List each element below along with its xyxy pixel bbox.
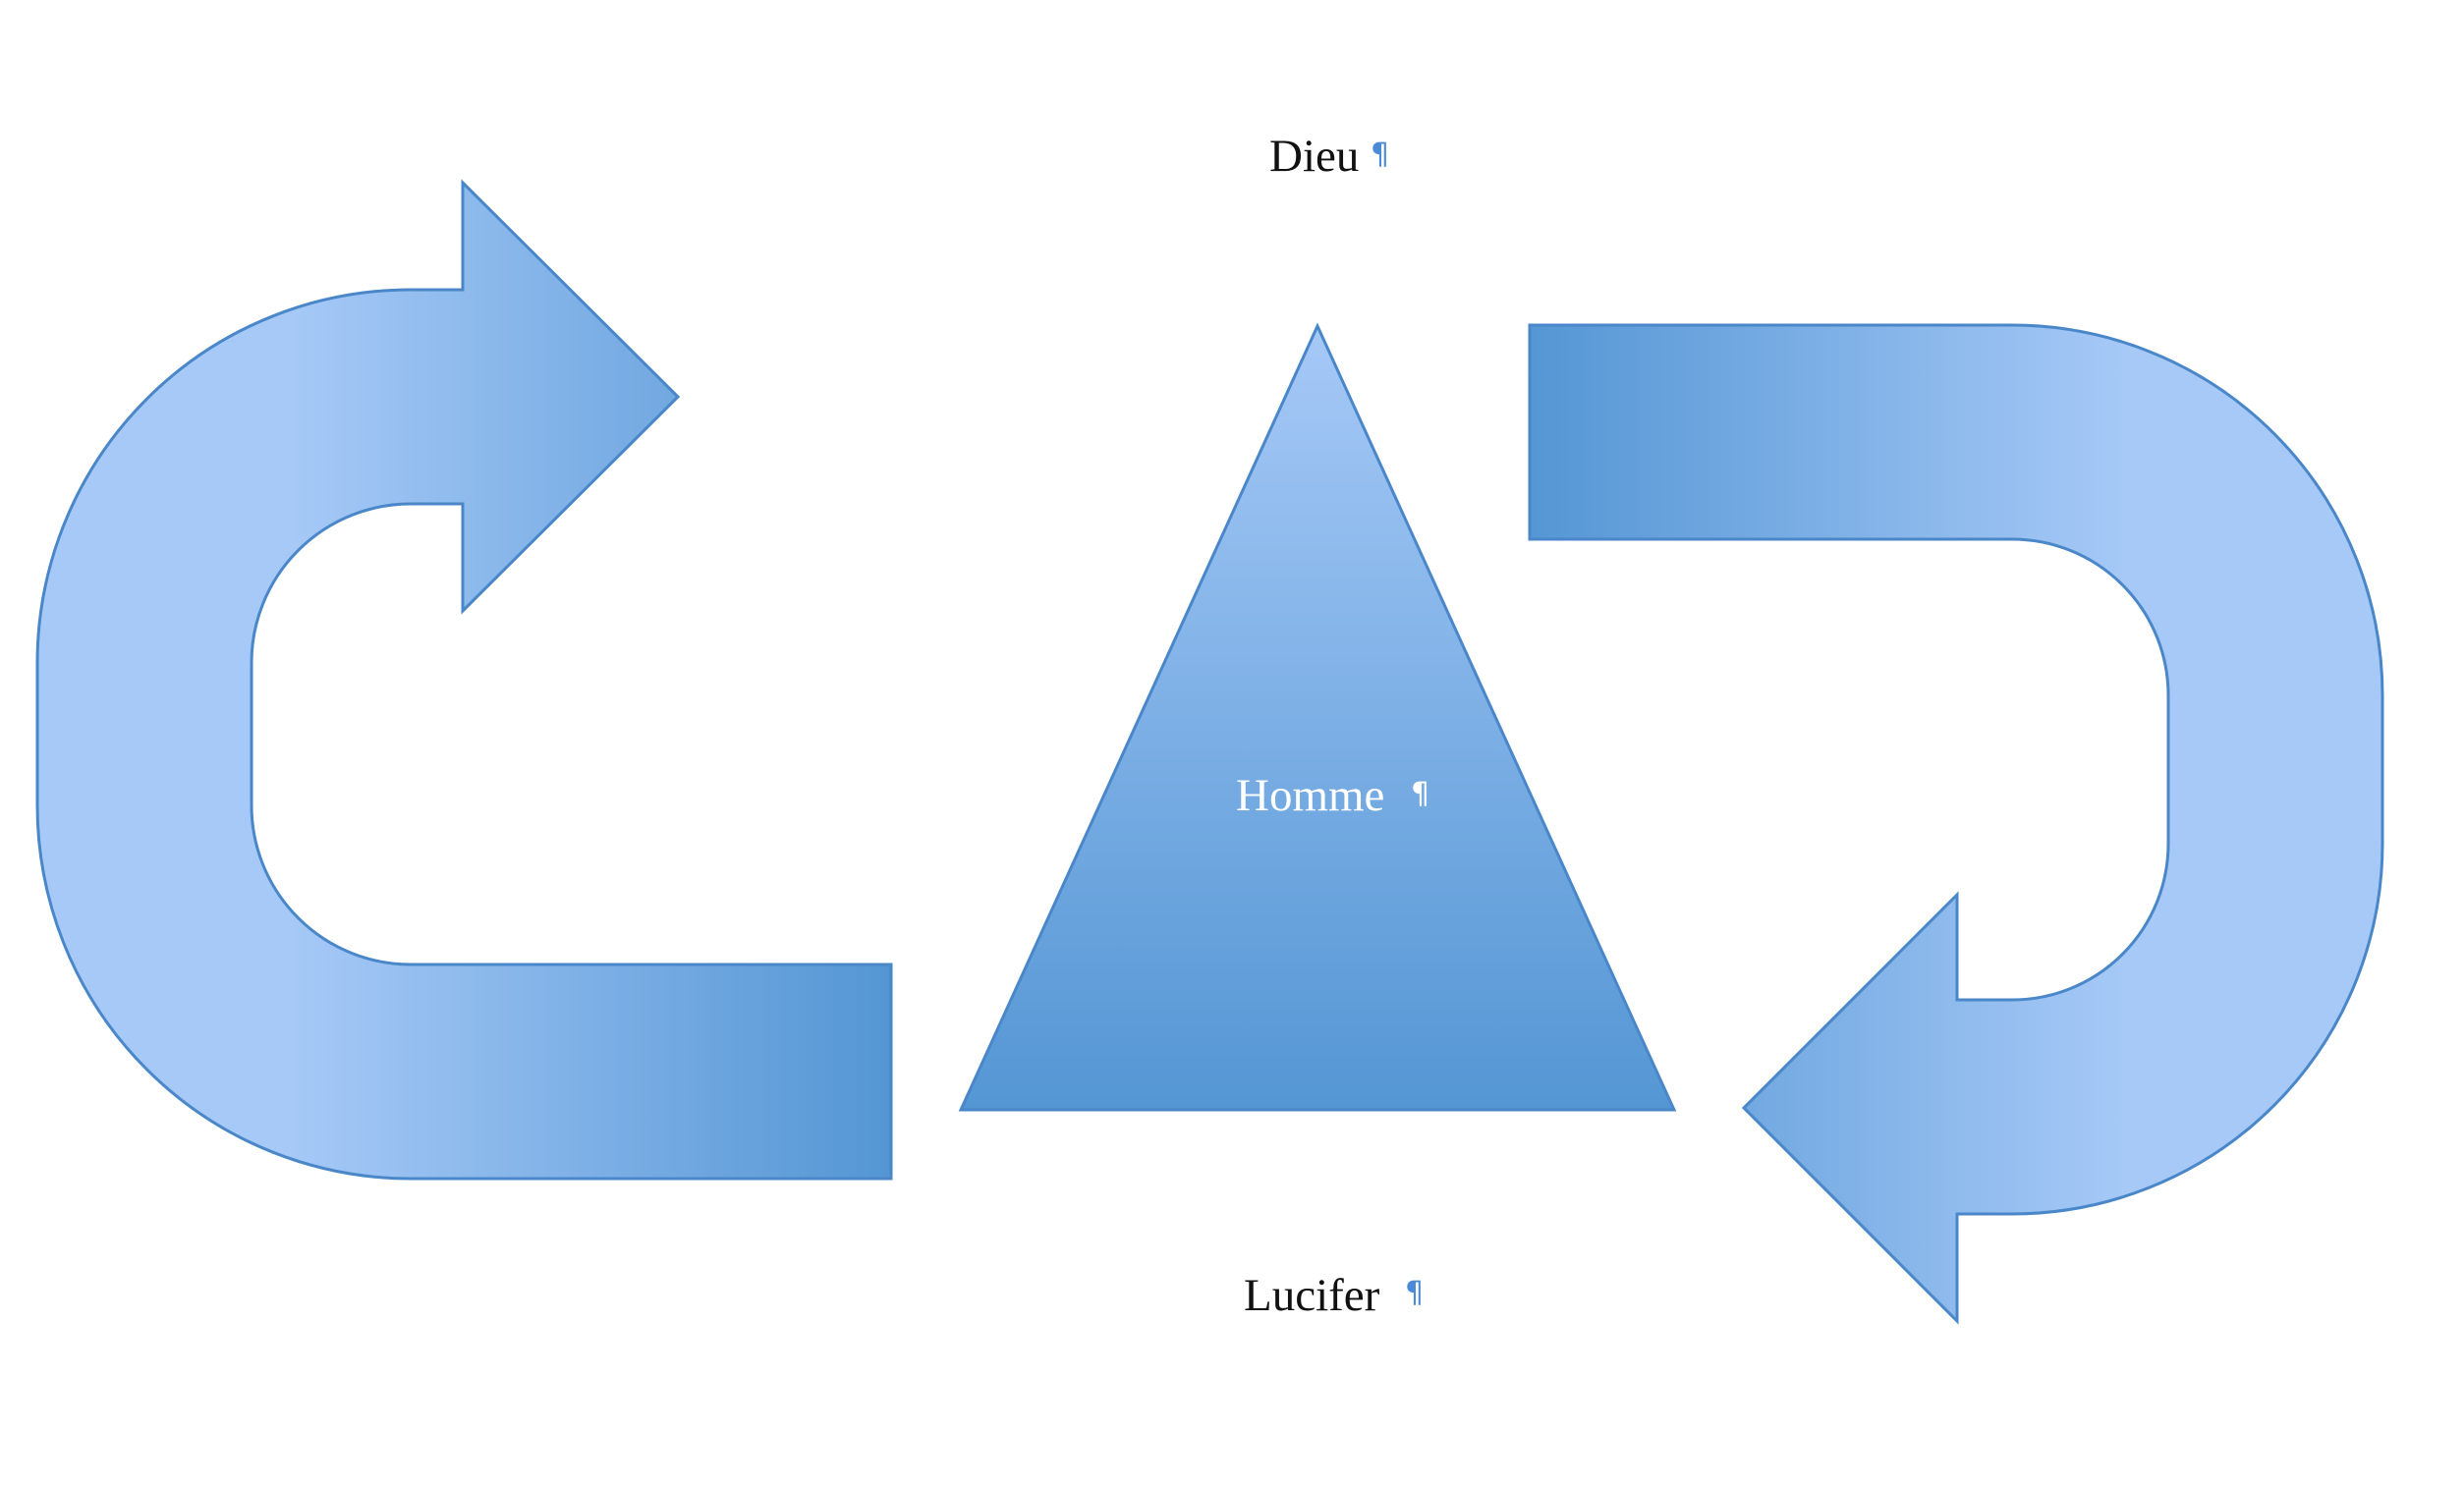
left-uturn-arrow	[35, 179, 893, 1181]
label-dieu: Dieu	[1269, 131, 1359, 182]
label-homme: Homme	[1236, 770, 1384, 821]
pilcrow-mark: ¶	[1371, 138, 1389, 172]
pilcrow-mark: ¶	[1411, 777, 1429, 811]
pilcrow-mark: ¶	[1405, 1276, 1424, 1310]
label-lucifer: Lucifer	[1244, 1270, 1380, 1321]
right-uturn-arrow	[1528, 323, 2384, 1325]
center-triangle	[958, 322, 1677, 1112]
